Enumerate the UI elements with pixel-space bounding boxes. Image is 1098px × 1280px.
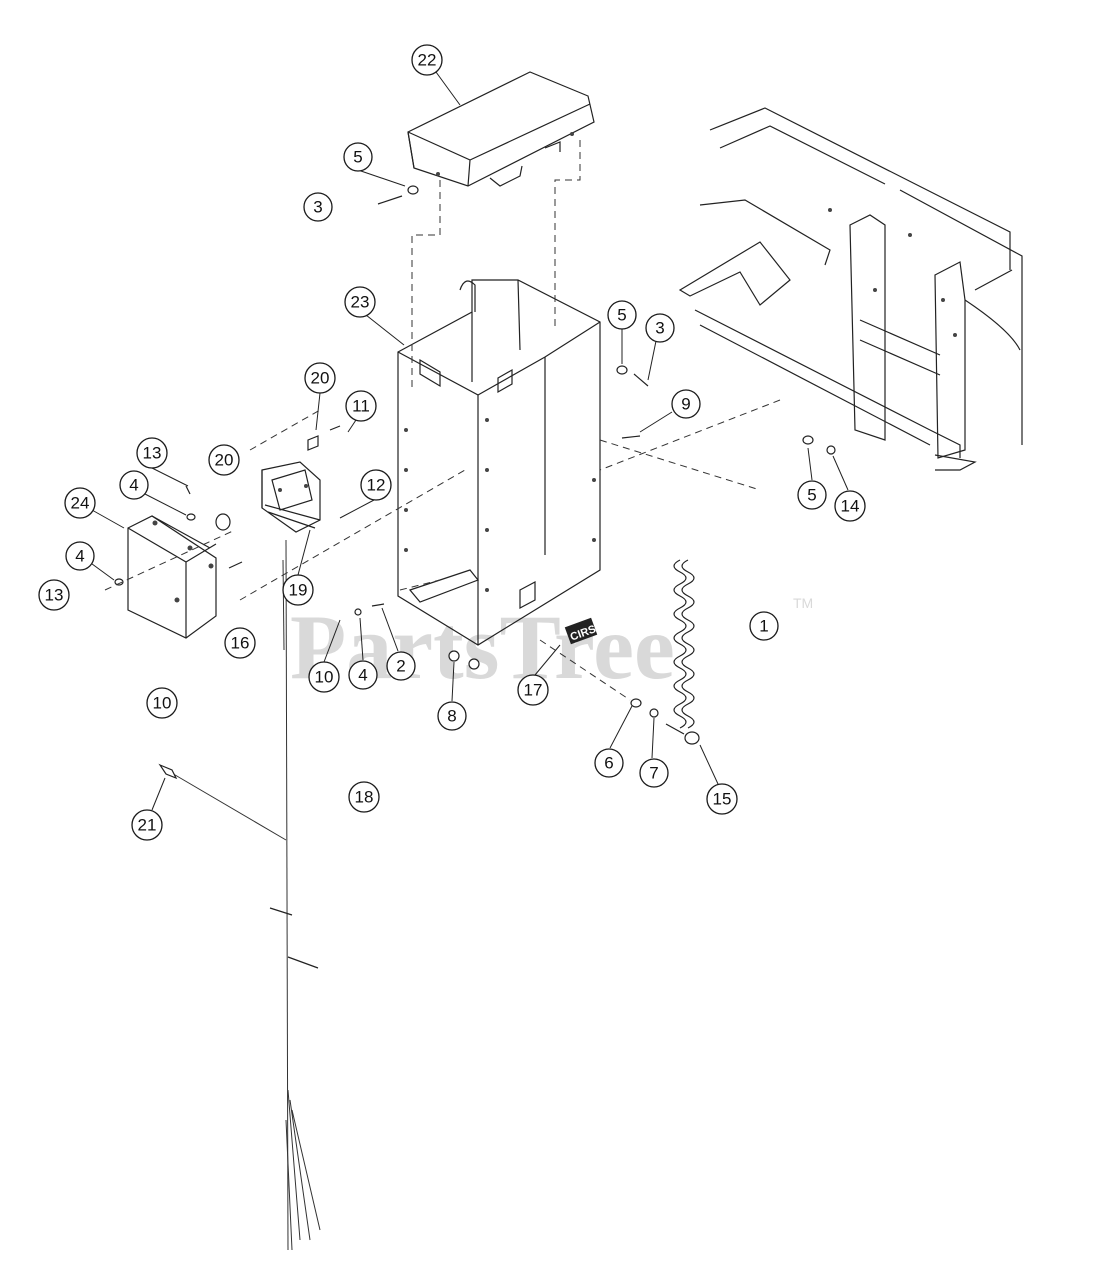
callout-16: 16 bbox=[224, 627, 256, 659]
callout-label: 23 bbox=[351, 293, 370, 312]
callout-12: 12 bbox=[360, 469, 392, 501]
callout-label: 13 bbox=[143, 444, 162, 463]
callout-11: 11 bbox=[345, 390, 377, 422]
callout-14: 14 bbox=[834, 490, 866, 522]
callout-label: 4 bbox=[129, 476, 138, 495]
callout-label: 9 bbox=[681, 395, 690, 414]
callout-label: 4 bbox=[358, 666, 367, 685]
callout-4b: 4 bbox=[65, 541, 95, 571]
callout-1: 1 bbox=[749, 611, 779, 641]
watermark-trademark: TM bbox=[793, 595, 813, 611]
callout-3a: 3 bbox=[303, 192, 333, 222]
callout-6: 6 bbox=[594, 748, 624, 778]
callout-label: 2 bbox=[396, 657, 405, 676]
callout-label: 7 bbox=[649, 764, 658, 783]
callout-label: 22 bbox=[418, 51, 437, 70]
callout-5c: 5 bbox=[797, 480, 827, 510]
callout-5b: 5 bbox=[607, 300, 637, 330]
callout-label: 12 bbox=[367, 476, 386, 495]
callout-4c: 4 bbox=[348, 660, 378, 690]
callout-label: 24 bbox=[71, 494, 90, 513]
watermark-brand: PartsTree bbox=[290, 596, 675, 698]
part-switch-bracket bbox=[261, 461, 321, 533]
callout-7: 7 bbox=[639, 758, 669, 788]
callout-label: 14 bbox=[841, 497, 860, 516]
callout-label: 10 bbox=[315, 668, 334, 687]
callout-2: 2 bbox=[386, 651, 416, 681]
callout-24: 24 bbox=[64, 487, 96, 519]
callout-label: 13 bbox=[45, 586, 64, 605]
callout-label: 21 bbox=[138, 816, 157, 835]
part-frame-assembly bbox=[678, 107, 1023, 471]
callout-13b: 13 bbox=[38, 579, 70, 611]
part-spring bbox=[673, 559, 695, 729]
callout-10b: 10 bbox=[146, 687, 178, 719]
callout-label: 18 bbox=[355, 788, 374, 807]
callout-21: 21 bbox=[131, 809, 163, 841]
part-top-cover bbox=[407, 71, 595, 187]
callout-3b: 3 bbox=[645, 313, 675, 343]
callout-label: 5 bbox=[353, 148, 362, 167]
callout-22: 22 bbox=[411, 44, 443, 76]
part-wire-harness bbox=[158, 539, 321, 1251]
callout-label: 17 bbox=[524, 681, 543, 700]
callout-label: 5 bbox=[617, 306, 626, 325]
callout-label: 20 bbox=[311, 369, 330, 388]
callout-label: 3 bbox=[313, 198, 322, 217]
callout-19: 19 bbox=[282, 574, 314, 606]
callout-17: 17 bbox=[517, 674, 549, 706]
alignment-lines bbox=[104, 140, 781, 701]
callout-15: 15 bbox=[706, 783, 738, 815]
callout-18: 18 bbox=[348, 781, 380, 813]
callout-9: 9 bbox=[671, 389, 701, 419]
callout-label: 6 bbox=[604, 754, 613, 773]
callout-label: 4 bbox=[75, 547, 84, 566]
callout-5a: 5 bbox=[343, 142, 373, 172]
part-hardware bbox=[114, 185, 836, 745]
callout-label: 11 bbox=[352, 397, 370, 416]
callout-20a: 20 bbox=[304, 362, 336, 394]
callout-label: 20 bbox=[215, 451, 234, 470]
callout-20b: 20 bbox=[208, 444, 240, 476]
callout-label: 19 bbox=[289, 581, 308, 600]
callout-label: 15 bbox=[713, 790, 732, 809]
part-housing: CIRS bbox=[397, 279, 601, 646]
callout-label: 1 bbox=[759, 617, 768, 636]
callout-label: 5 bbox=[807, 486, 816, 505]
leader-lines bbox=[87, 71, 849, 811]
callout-4a: 4 bbox=[119, 470, 149, 500]
callout-23: 23 bbox=[344, 286, 376, 318]
callout-label: 8 bbox=[447, 707, 456, 726]
callout-label: 16 bbox=[231, 634, 250, 653]
callout-13a: 13 bbox=[136, 437, 168, 469]
callout-10a: 10 bbox=[308, 661, 340, 693]
callout-8: 8 bbox=[437, 701, 467, 731]
callout-label: 10 bbox=[153, 694, 172, 713]
part-enclosure bbox=[127, 515, 217, 639]
callout-label: 3 bbox=[655, 319, 664, 338]
